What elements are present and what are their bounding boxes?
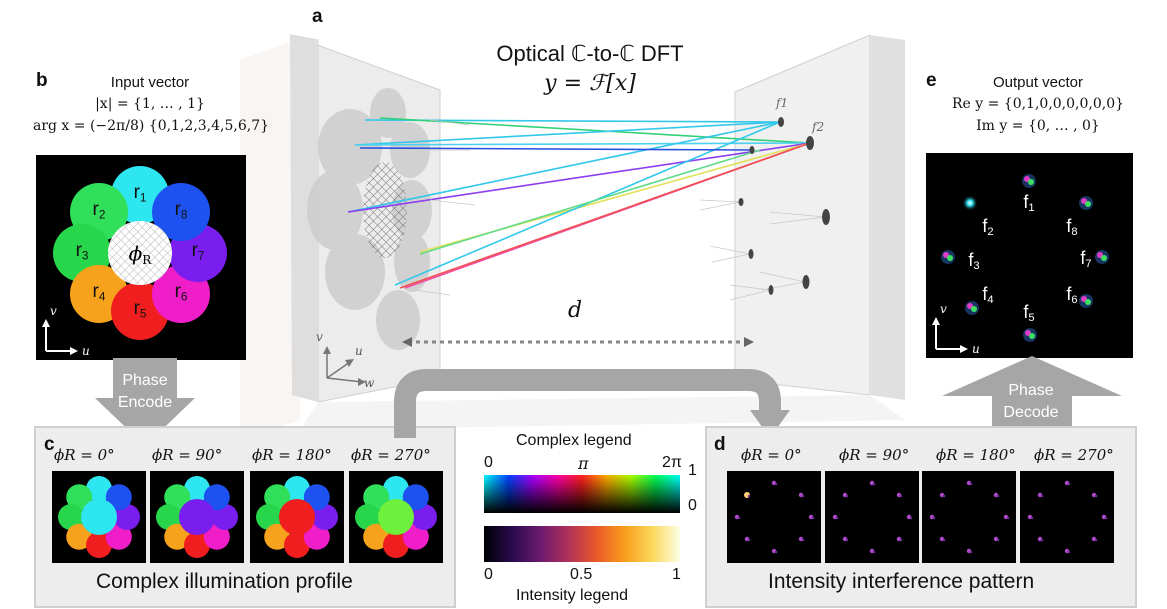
axis-u-label: u [355,344,363,358]
interference-phase-label-1: ϕR = 0° [741,446,802,464]
output-focus-label-5: f5 [1023,302,1034,324]
output-focus-label-1: f1 [1023,192,1034,214]
axis-w-label: w [364,376,375,390]
illumination-tile-4 [349,471,443,563]
interference-caption: Intensity interference pattern [768,570,1035,593]
illumination-tile-1 [52,471,146,563]
interference-tile-1 [727,471,821,563]
title-line-1: Optical ℂ-to-ℂ DFT [496,41,684,66]
complex-legend-title: Complex legend [516,432,632,449]
illumination-phase-label-2: ϕR = 90° [152,446,223,464]
interference-tile-3 [922,471,1016,563]
output-heading: Output vector [992,74,1084,91]
illumination-caption: Complex illumination profile [96,570,353,593]
output-axis-u: u [972,342,980,356]
axis-v-label: v [316,330,323,344]
input-axis-u: u [82,344,90,358]
input-ring-8 [152,182,211,241]
illumination-center-2 [179,499,215,535]
output-focus-label-6: f6 [1066,284,1077,306]
distance-label: d [568,298,583,323]
complex-tick-pi: π [578,454,589,473]
output-focus-label-4: f4 [982,284,993,306]
illumination-center-4 [378,499,414,535]
intensity-legend-title: Intensity legend [516,587,629,604]
phase-decode-label-1: Phase [1008,382,1054,399]
input-magnitude: |x| = {1, … , 1} [95,96,205,112]
illumination-tile-2 [150,471,244,563]
flow-arrow-c-to-d [394,369,790,438]
phase-decode-arrow [942,356,1122,438]
panel-letter-b: b [36,70,48,91]
title-line-2: y = ℱ[x] [544,71,636,96]
output-axis-v: v [940,302,947,316]
phase-encode-arrow [95,358,195,446]
focus-label-f2: f2 [812,120,825,134]
interference-tile-2 [825,471,919,563]
illumination-phase-label-3: ϕR = 180° [252,446,332,464]
reference-hatched-region [363,162,407,258]
interference-phase-label-3: ϕR = 180° [936,446,1016,464]
output-spot-2 [962,195,978,211]
output-real: Re y = {0,1,0,0,0,0,0,0} [951,96,1125,112]
intensity-tick-05: 0.5 [570,566,593,583]
interference-tile-4 [1020,471,1114,563]
panel-letter-d: d [714,434,726,455]
focus-label-f1: f1 [776,96,789,110]
output-focus-label-8: f8 [1066,216,1077,238]
illumination-phase-label-1: ϕR = 0° [54,446,115,464]
panel-letter-c: c [44,434,55,455]
illumination-tile-3 [250,471,344,563]
illumination-center-3 [279,499,315,535]
intensity-tick-1: 1 [672,566,681,583]
output-focus-label-2: f2 [982,216,993,238]
phase-encode-label-2: Encode [117,394,173,411]
intensity-tick-0: 0 [484,566,493,583]
output-focus-label-3: f3 [968,250,979,272]
complex-amp-top: 1 [688,462,697,479]
phase-decode-label-2: Decode [1003,404,1059,421]
illumination-phase-label-4: ϕR = 270° [351,446,431,464]
illumination-center-1 [81,499,117,535]
complex-colorbar [484,475,680,513]
intensity-colorbar [484,526,680,562]
output-imag: Im y = {0, … , 0} [976,118,1100,134]
panel-letter-a: a [312,6,323,27]
input-heading: Input vector [110,74,190,91]
input-argument: arg x = (−2π/8) {0,1,2,3,4,5,6,7} [32,118,270,134]
interference-phase-label-2: ϕR = 90° [839,446,910,464]
panel-letter-e: e [926,70,937,91]
complex-amp-bottom: 0 [688,497,697,514]
interference-phase-label-4: ϕR = 270° [1034,446,1114,464]
phase-encode-label-1: Phase [122,372,168,389]
output-focus-label-7: f7 [1080,248,1091,270]
complex-tick-0: 0 [484,454,493,471]
input-axis-v: v [50,304,57,318]
complex-tick-2pi: 2π [662,454,682,471]
